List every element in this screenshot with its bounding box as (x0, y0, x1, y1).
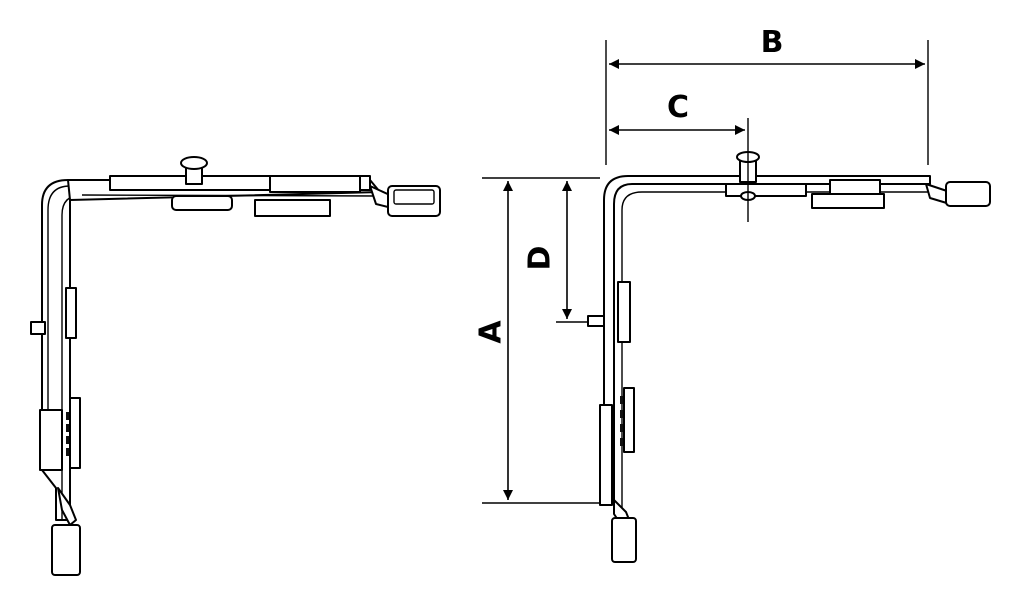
vertical-rail-strip (69, 397, 81, 469)
dim-bottom-connector-block (611, 517, 637, 563)
right-connector-face (393, 189, 435, 205)
dimension-label-c: C (667, 90, 689, 125)
dim-vertical-rail-strip (623, 387, 635, 453)
horizontal-cam-housing (269, 175, 361, 193)
corner-drive-perspective-view (30, 156, 441, 576)
bottom-connector-neck (57, 487, 77, 526)
vertical-cam-housing (39, 409, 63, 471)
dim-cam-housing (829, 179, 881, 195)
vertical-arm-edge (47, 185, 71, 470)
dimension-label-d: D (523, 246, 558, 271)
vertical-locking-pin (30, 321, 46, 335)
right-connector-block (387, 185, 441, 217)
vertical-guide-strip (65, 287, 77, 339)
locking-cam-stem (185, 167, 203, 185)
corner-drive-dimension-view: B C A D (474, 25, 991, 563)
horizontal-guide-strip (171, 195, 233, 211)
horizontal-rail-strip (254, 199, 331, 217)
dim-vertical-lower-strip (599, 404, 613, 506)
dimension-label-a: A (474, 320, 509, 344)
locking-cam-head (180, 156, 208, 170)
dim-cam-carrier (725, 183, 807, 197)
dim-right-connector-block (945, 181, 991, 207)
dim-horizontal-rail-strip (811, 193, 885, 209)
dimension-label-b: B (761, 25, 784, 60)
dim-vertical-locking-pin (587, 315, 605, 327)
dim-vertical-arm (603, 175, 931, 501)
dim-vertical-guide-strip (617, 281, 631, 343)
bottom-connector-block (51, 524, 81, 576)
dim-vertical-arm-inner-curve (621, 191, 930, 520)
